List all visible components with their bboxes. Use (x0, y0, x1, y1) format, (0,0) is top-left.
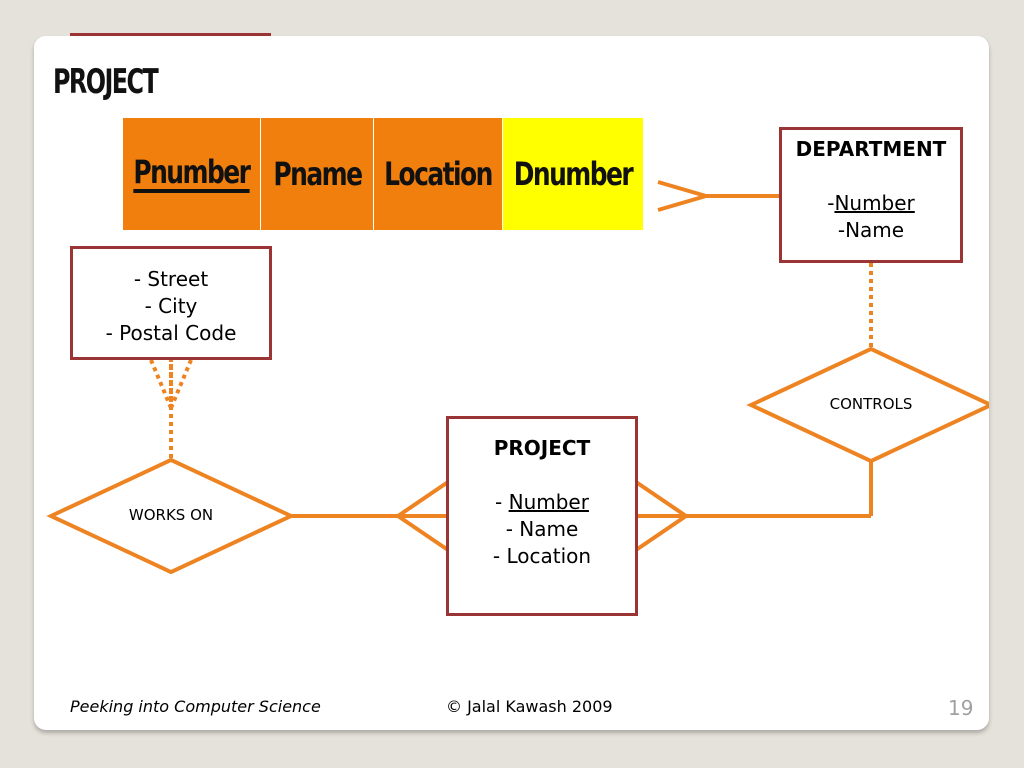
project-key-line: - Number (449, 489, 635, 516)
department-attr-name: -Name (837, 218, 905, 242)
works-on-label: WORKS ON (128, 506, 214, 524)
slide-accent-bar (70, 33, 271, 36)
employee-works-on-connector (149, 358, 193, 462)
works-on-project-connector (291, 480, 450, 552)
column-location: Location (374, 118, 503, 230)
column-dnumber: Dnumber (503, 118, 643, 230)
fk-to-department-connector (657, 180, 780, 212)
er-diagram-lines (46, 180, 989, 575)
slide-number: 19 (948, 696, 974, 720)
employee-attr-postal-code: - Postal Code (105, 321, 237, 345)
column-pname: Pname (261, 118, 374, 230)
controls-label: CONTROLS (829, 395, 913, 413)
column-pname-label: Pname (272, 155, 363, 193)
controls-diamond (746, 346, 989, 464)
project-key-prefix: - (495, 490, 509, 514)
project-title: PROJECT (493, 436, 591, 460)
employee-attr-street: - Street (133, 267, 209, 291)
department-key-line: -Number (782, 190, 960, 217)
project-entity: PROJECT - Number - Name - Location (446, 416, 638, 616)
project-key: Number (508, 490, 589, 514)
project-controls-connector (634, 459, 873, 552)
crowfoot-right (169, 359, 193, 409)
crowfoot-left (149, 359, 173, 409)
department-title: DEPARTMENT (795, 137, 947, 161)
column-pnumber: Pnumber (123, 118, 261, 230)
project-schema-table: Pnumber Pname Location Dnumber (123, 118, 643, 230)
department-key-prefix: - (827, 191, 835, 215)
column-dnumber-label: Dnumber (513, 155, 634, 193)
department-key: Number (834, 191, 915, 215)
project-attr-name: - Name (505, 517, 579, 541)
footer-copyright: © Jalal Kawash 2009 (446, 697, 613, 716)
project-attr-location: - Location (492, 544, 592, 568)
table-title: PROJECT (53, 62, 159, 102)
department-entity: DEPARTMENT -Number -Name (779, 127, 963, 263)
column-pnumber-label: Pnumber (133, 153, 251, 193)
employee-entity: - Street - City - Postal Code (70, 246, 272, 360)
employee-attr-city: - City (144, 294, 198, 318)
footer-course-title: Peeking into Computer Science (70, 697, 321, 716)
column-location-label: Location (384, 155, 493, 193)
